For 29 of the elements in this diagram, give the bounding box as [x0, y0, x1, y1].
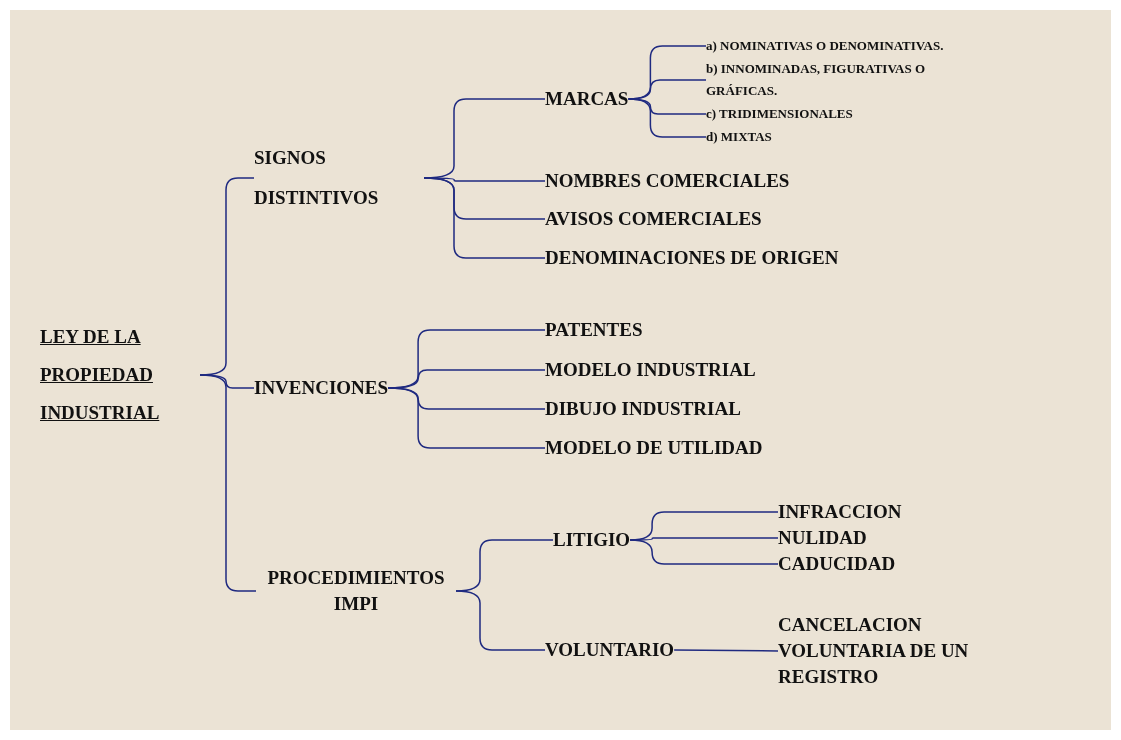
topic-label: CANCELACION VOLUNTARIA DE UN REGISTRO	[778, 612, 978, 690]
topic-label: NULIDAD	[778, 525, 867, 551]
topic-label: INFRACCION	[778, 499, 902, 525]
topic-label: SIGNOS DISTINTIVOS	[254, 138, 424, 218]
brace-line	[629, 539, 779, 565]
brace-line	[423, 177, 546, 259]
topic-label: VOLUNTARIO	[545, 637, 675, 663]
topic-label: PATENTES	[545, 317, 643, 343]
brace-line	[387, 387, 546, 449]
brace-line	[199, 374, 257, 592]
brace-line	[627, 98, 707, 138]
topic-label: DENOMINACIONES DE ORIGEN	[545, 245, 839, 271]
topic-label: b) INNOMINADAS, FIGURATIVAS O GRÁFICAS.	[706, 58, 936, 102]
topic-label: INVENCIONES	[254, 375, 389, 401]
brace-line	[673, 649, 779, 652]
topic-label: a) NOMINATIVAS O DENOMINATIVAS.	[706, 36, 944, 56]
topic-label: AVISOS COMERCIALES	[545, 206, 762, 232]
topic-label: DIBUJO INDUSTRIAL	[545, 396, 741, 422]
topic-label: MARCAS	[545, 86, 629, 112]
topic-label: CADUCIDAD	[778, 551, 896, 577]
topic-label: MODELO DE UTILIDAD	[545, 435, 763, 461]
topic-label: MODELO INDUSTRIAL	[545, 357, 756, 383]
brace-line	[455, 590, 546, 651]
topic-label: c) TRIDIMENSIONALES	[706, 104, 853, 124]
topic-label: PROCEDIMIENTOS IMPI	[256, 565, 456, 617]
title-heading: LEY DE LA PROPIEDAD INDUSTRIAL	[40, 318, 200, 432]
topic-label: LITIGIO	[553, 527, 631, 553]
topic-label: d) MIXTAS	[706, 127, 772, 147]
topic-label: NOMBRES COMERCIALES	[545, 168, 790, 194]
